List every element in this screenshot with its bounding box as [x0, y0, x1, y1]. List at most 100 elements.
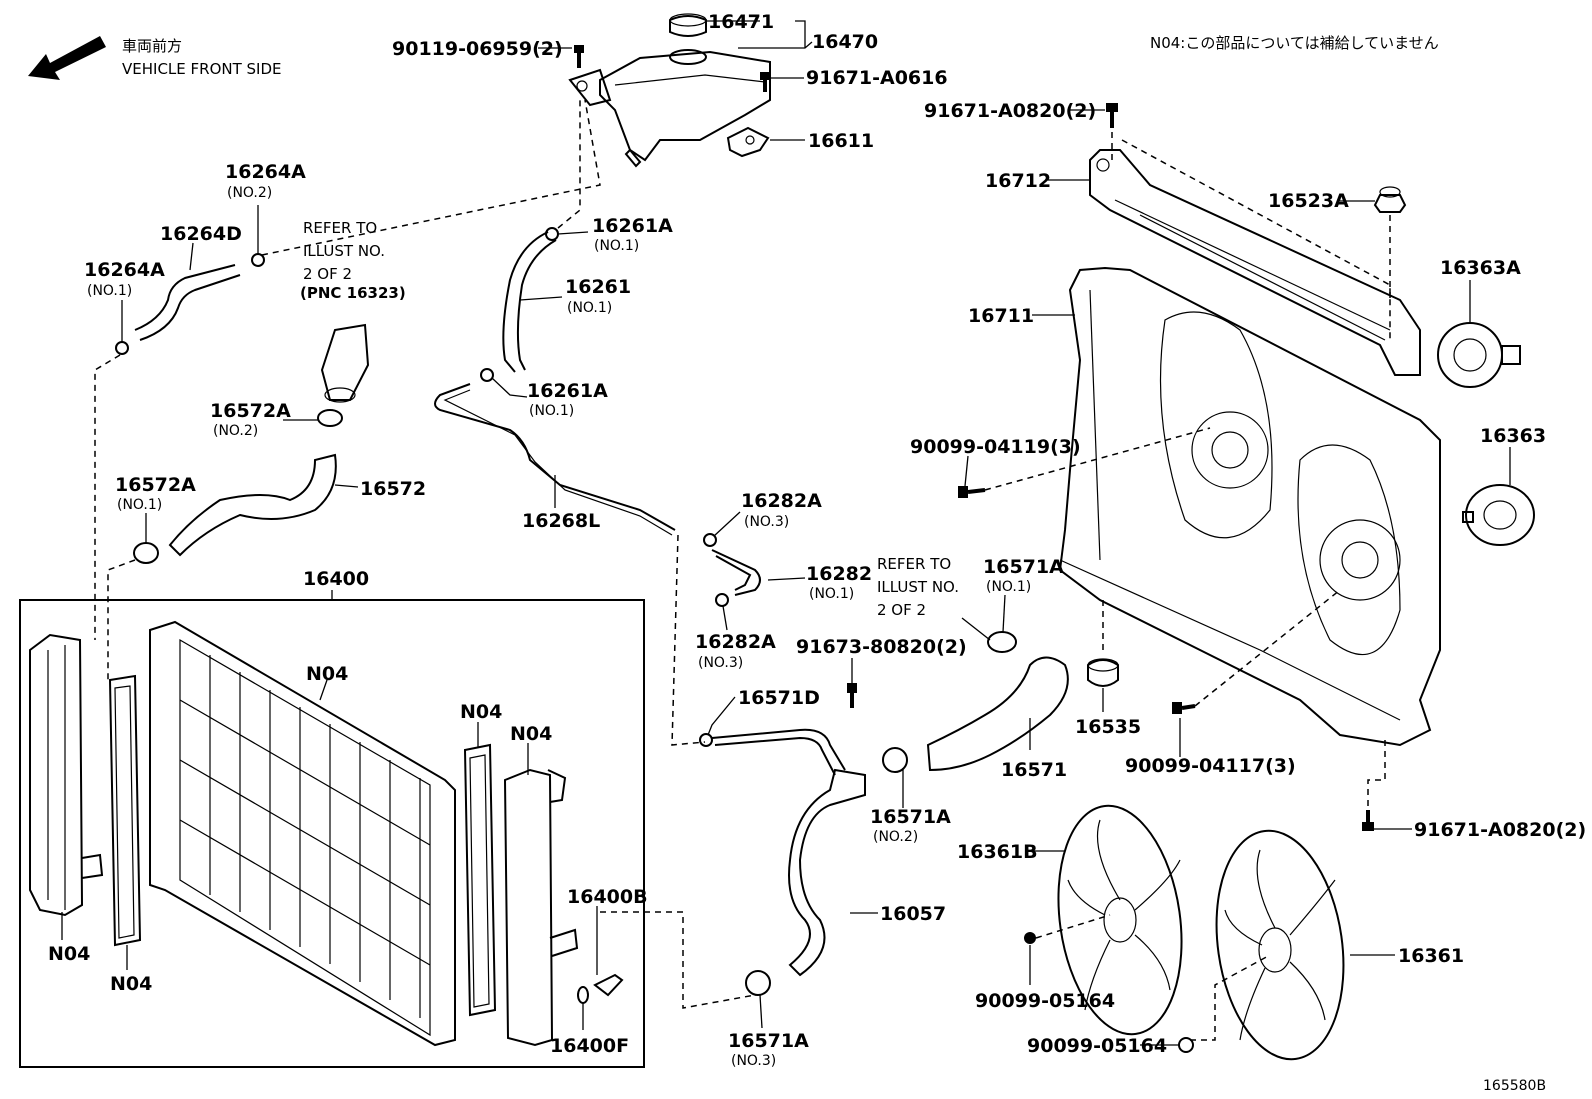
callout-16535: 16535	[1075, 716, 1141, 738]
callout-16471: 16471	[708, 11, 774, 33]
callout-16400b: 16400B	[567, 886, 648, 908]
bolt-90099-04119	[958, 486, 986, 498]
callout-16571: 16571	[1001, 759, 1067, 781]
cushion-16535	[1087, 658, 1119, 687]
bolt-91671-a0820-top	[1106, 103, 1118, 128]
callout-16282a-top: 16282A	[741, 490, 822, 512]
callout-16571a-no3-sub: (NO.3)	[731, 1053, 776, 1069]
callout-16572: 16572	[360, 478, 426, 500]
callout-16611: 16611	[808, 130, 874, 152]
bolt-91671-a0820-bottom	[1362, 810, 1374, 831]
hose-16264d	[134, 264, 241, 341]
callout-16470: 16470	[812, 31, 878, 53]
radiator-core	[149, 620, 456, 1047]
dash-reservoir-hose	[261, 99, 601, 256]
dash-16268l-16571d	[671, 534, 706, 746]
callout-16282: 16282	[806, 563, 872, 585]
dash-16572a-radiator	[107, 559, 136, 680]
radiator-left-tank	[29, 633, 104, 917]
callout-n04-core: N04	[306, 663, 348, 685]
radiator-support-upper	[1089, 149, 1421, 376]
clamp-16261a-upper	[545, 227, 559, 241]
callout-90119-06959: 90119-06959(2)	[392, 38, 563, 60]
supply-note: N04:この部品については補給していません	[1150, 34, 1439, 52]
fan-motor-16363	[1462, 484, 1535, 546]
clamp-16571a-no3	[745, 970, 771, 996]
clamp-16571d	[699, 733, 713, 747]
callout-16572a-no2-sub: (NO.2)	[213, 423, 258, 439]
hose-16571	[926, 656, 1069, 772]
fan-shroud	[1058, 266, 1441, 747]
callout-91671-a0616: 91671-A0616	[806, 67, 948, 89]
callout-91673-80820: 91673-80820(2)	[796, 636, 967, 658]
callout-16711: 16711	[968, 305, 1034, 327]
callout-16261-sub: (NO.1)	[567, 300, 612, 316]
dash-nut-a	[1035, 914, 1111, 939]
hose-16572	[168, 453, 337, 557]
callout-16282a-bottom-sub: (NO.3)	[698, 655, 743, 671]
callout-16261a-bottom-sub: (NO.1)	[529, 403, 574, 419]
hose-16282	[711, 549, 761, 596]
hose-16571d	[711, 728, 846, 776]
dash-16400b-16571a	[600, 911, 756, 1009]
clamp-16282a-bottom	[715, 593, 729, 607]
callout-16571a-no2: 16571A	[870, 806, 951, 828]
refer-note-a-line1: REFER TO	[303, 219, 377, 237]
callout-16268l: 16268L	[522, 510, 600, 532]
callout-n04-seal-left: N04	[110, 973, 152, 995]
dash-bolt-bottom	[1367, 740, 1386, 808]
drawing-id: 165580B	[1483, 1078, 1546, 1094]
refer-note-b-line1: REFER TO	[877, 555, 951, 573]
callout-16571a-no1: 16571A	[983, 556, 1064, 578]
callout-16363a: 16363A	[1440, 257, 1521, 279]
bolt-90119	[574, 45, 584, 68]
callout-16261a-top: 16261A	[592, 215, 673, 237]
hose-16057	[788, 768, 866, 977]
clamp-16571a-no1	[987, 631, 1017, 653]
water-outlet-16323	[320, 323, 370, 403]
reservoir-tank	[568, 13, 771, 168]
callout-16264d: 16264D	[160, 223, 242, 245]
callout-91671-a0820-top: 91671-A0820(2)	[924, 100, 1096, 122]
callout-16571a-no3: 16571A	[728, 1030, 809, 1052]
dash-nut-b	[1190, 954, 1271, 1041]
fan-16361b	[1057, 804, 1183, 1036]
callout-16264a-no1: 16264A	[84, 259, 165, 281]
callout-16282-sub: (NO.1)	[809, 586, 854, 602]
callout-n04-tank-right: N04	[510, 723, 552, 745]
fan-16361	[1215, 829, 1345, 1061]
callout-16282a-bottom: 16282A	[695, 631, 776, 653]
callout-16571a-no2-sub: (NO.2)	[873, 829, 918, 845]
hose-16261	[502, 231, 557, 373]
callout-91671-a0820-bottom: 91671-A0820(2)	[1414, 819, 1586, 841]
callout-n04-tank-left: N04	[48, 943, 90, 965]
callout-16523a: 16523A	[1268, 190, 1349, 212]
callout-16057: 16057	[880, 903, 946, 925]
callout-16261: 16261	[565, 276, 631, 298]
bolt-91671-a0616	[760, 72, 770, 92]
clamp-16282a-top	[703, 533, 717, 547]
callout-16264a-no2: 16264A	[225, 161, 306, 183]
clamp-16264a-no2	[251, 253, 265, 267]
radiator-right-tank	[503, 768, 579, 1047]
front-direction-arrow	[28, 36, 106, 80]
bolt-90099-04117	[1172, 702, 1196, 714]
refer-note-a-line3: 2 OF 2	[303, 265, 352, 283]
callout-16282a-top-sub: (NO.3)	[744, 514, 789, 530]
callout-16571d: 16571D	[738, 687, 820, 709]
dash-bolt-04117	[1194, 589, 1341, 707]
direction-label-jp: 車両前方	[122, 37, 182, 55]
callout-16264a-no2-sub: (NO.2)	[227, 185, 272, 201]
leader-lines	[61, 20, 1511, 1046]
callouts: 16471 16470 90119-06959(2) 91671-A0616 1…	[48, 11, 1586, 1069]
callout-16572a-no1: 16572A	[115, 474, 196, 496]
callout-90099-04117: 90099-04117(3)	[1125, 755, 1296, 777]
clamp-16264a-no1	[115, 341, 129, 355]
callout-16361b: 16361B	[957, 841, 1038, 863]
dash-bolt-04119	[984, 427, 1211, 491]
grommet-16523a	[1373, 186, 1407, 213]
radiator-seal-left	[108, 674, 142, 947]
refer-note-a-line4: (PNC 16323)	[300, 284, 406, 302]
